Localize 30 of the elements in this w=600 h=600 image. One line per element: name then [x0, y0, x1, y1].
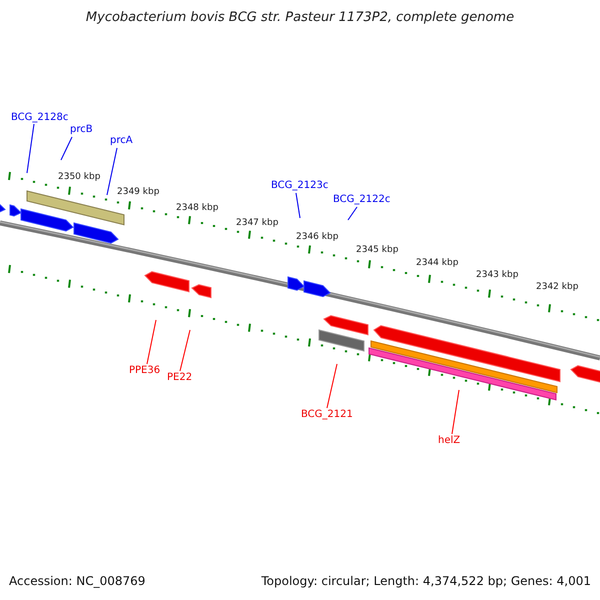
- gene-label: BCG_2122c: [333, 194, 390, 206]
- scale-label: 2344 kbp: [416, 257, 458, 269]
- map-title: Mycobacterium bovis BCG str. Pasteur 1173P2, complete genome: [84, 10, 516, 25]
- gene-label: PPE36: [129, 365, 160, 377]
- leader-line: [60, 136, 72, 160]
- gene-label: BCG_2123c: [271, 180, 328, 192]
- scale-label: 2342 kbp: [536, 281, 578, 293]
- genome-info-text: Topology: circular; Length: 4,374,522 bp; Genes: 4,001: [261, 575, 591, 587]
- leader-line: [26, 124, 34, 174]
- scale-label: 2349 kbp: [117, 186, 160, 198]
- leader-line: [452, 390, 460, 434]
- scale-label: 2347 kbp: [236, 217, 278, 229]
- leader-line: [296, 192, 300, 218]
- gene-label: prcB: [70, 124, 93, 136]
- accession-text: Accession: NC_008769: [9, 575, 146, 587]
- scale-label: 2345 kbp: [356, 244, 398, 256]
- gene-label: prcA: [110, 135, 133, 147]
- gene-label: BCG_2128c: [11, 112, 68, 124]
- scale-label: 2343 kbp: [476, 269, 518, 281]
- leader-line: [146, 320, 156, 364]
- leader-line: [348, 206, 358, 220]
- leader-line: [326, 364, 338, 408]
- scale-label: 2348 kbp: [176, 202, 218, 214]
- scale-label: 2346 kbp: [296, 231, 338, 243]
- leader-line: [180, 330, 190, 372]
- gene-label: helZ: [438, 435, 460, 447]
- gene-label: PE22: [167, 372, 192, 384]
- gene-label: BCG_2121: [301, 409, 353, 421]
- leader-line: [106, 148, 118, 196]
- scale-label: 2350 kbp: [58, 171, 100, 183]
